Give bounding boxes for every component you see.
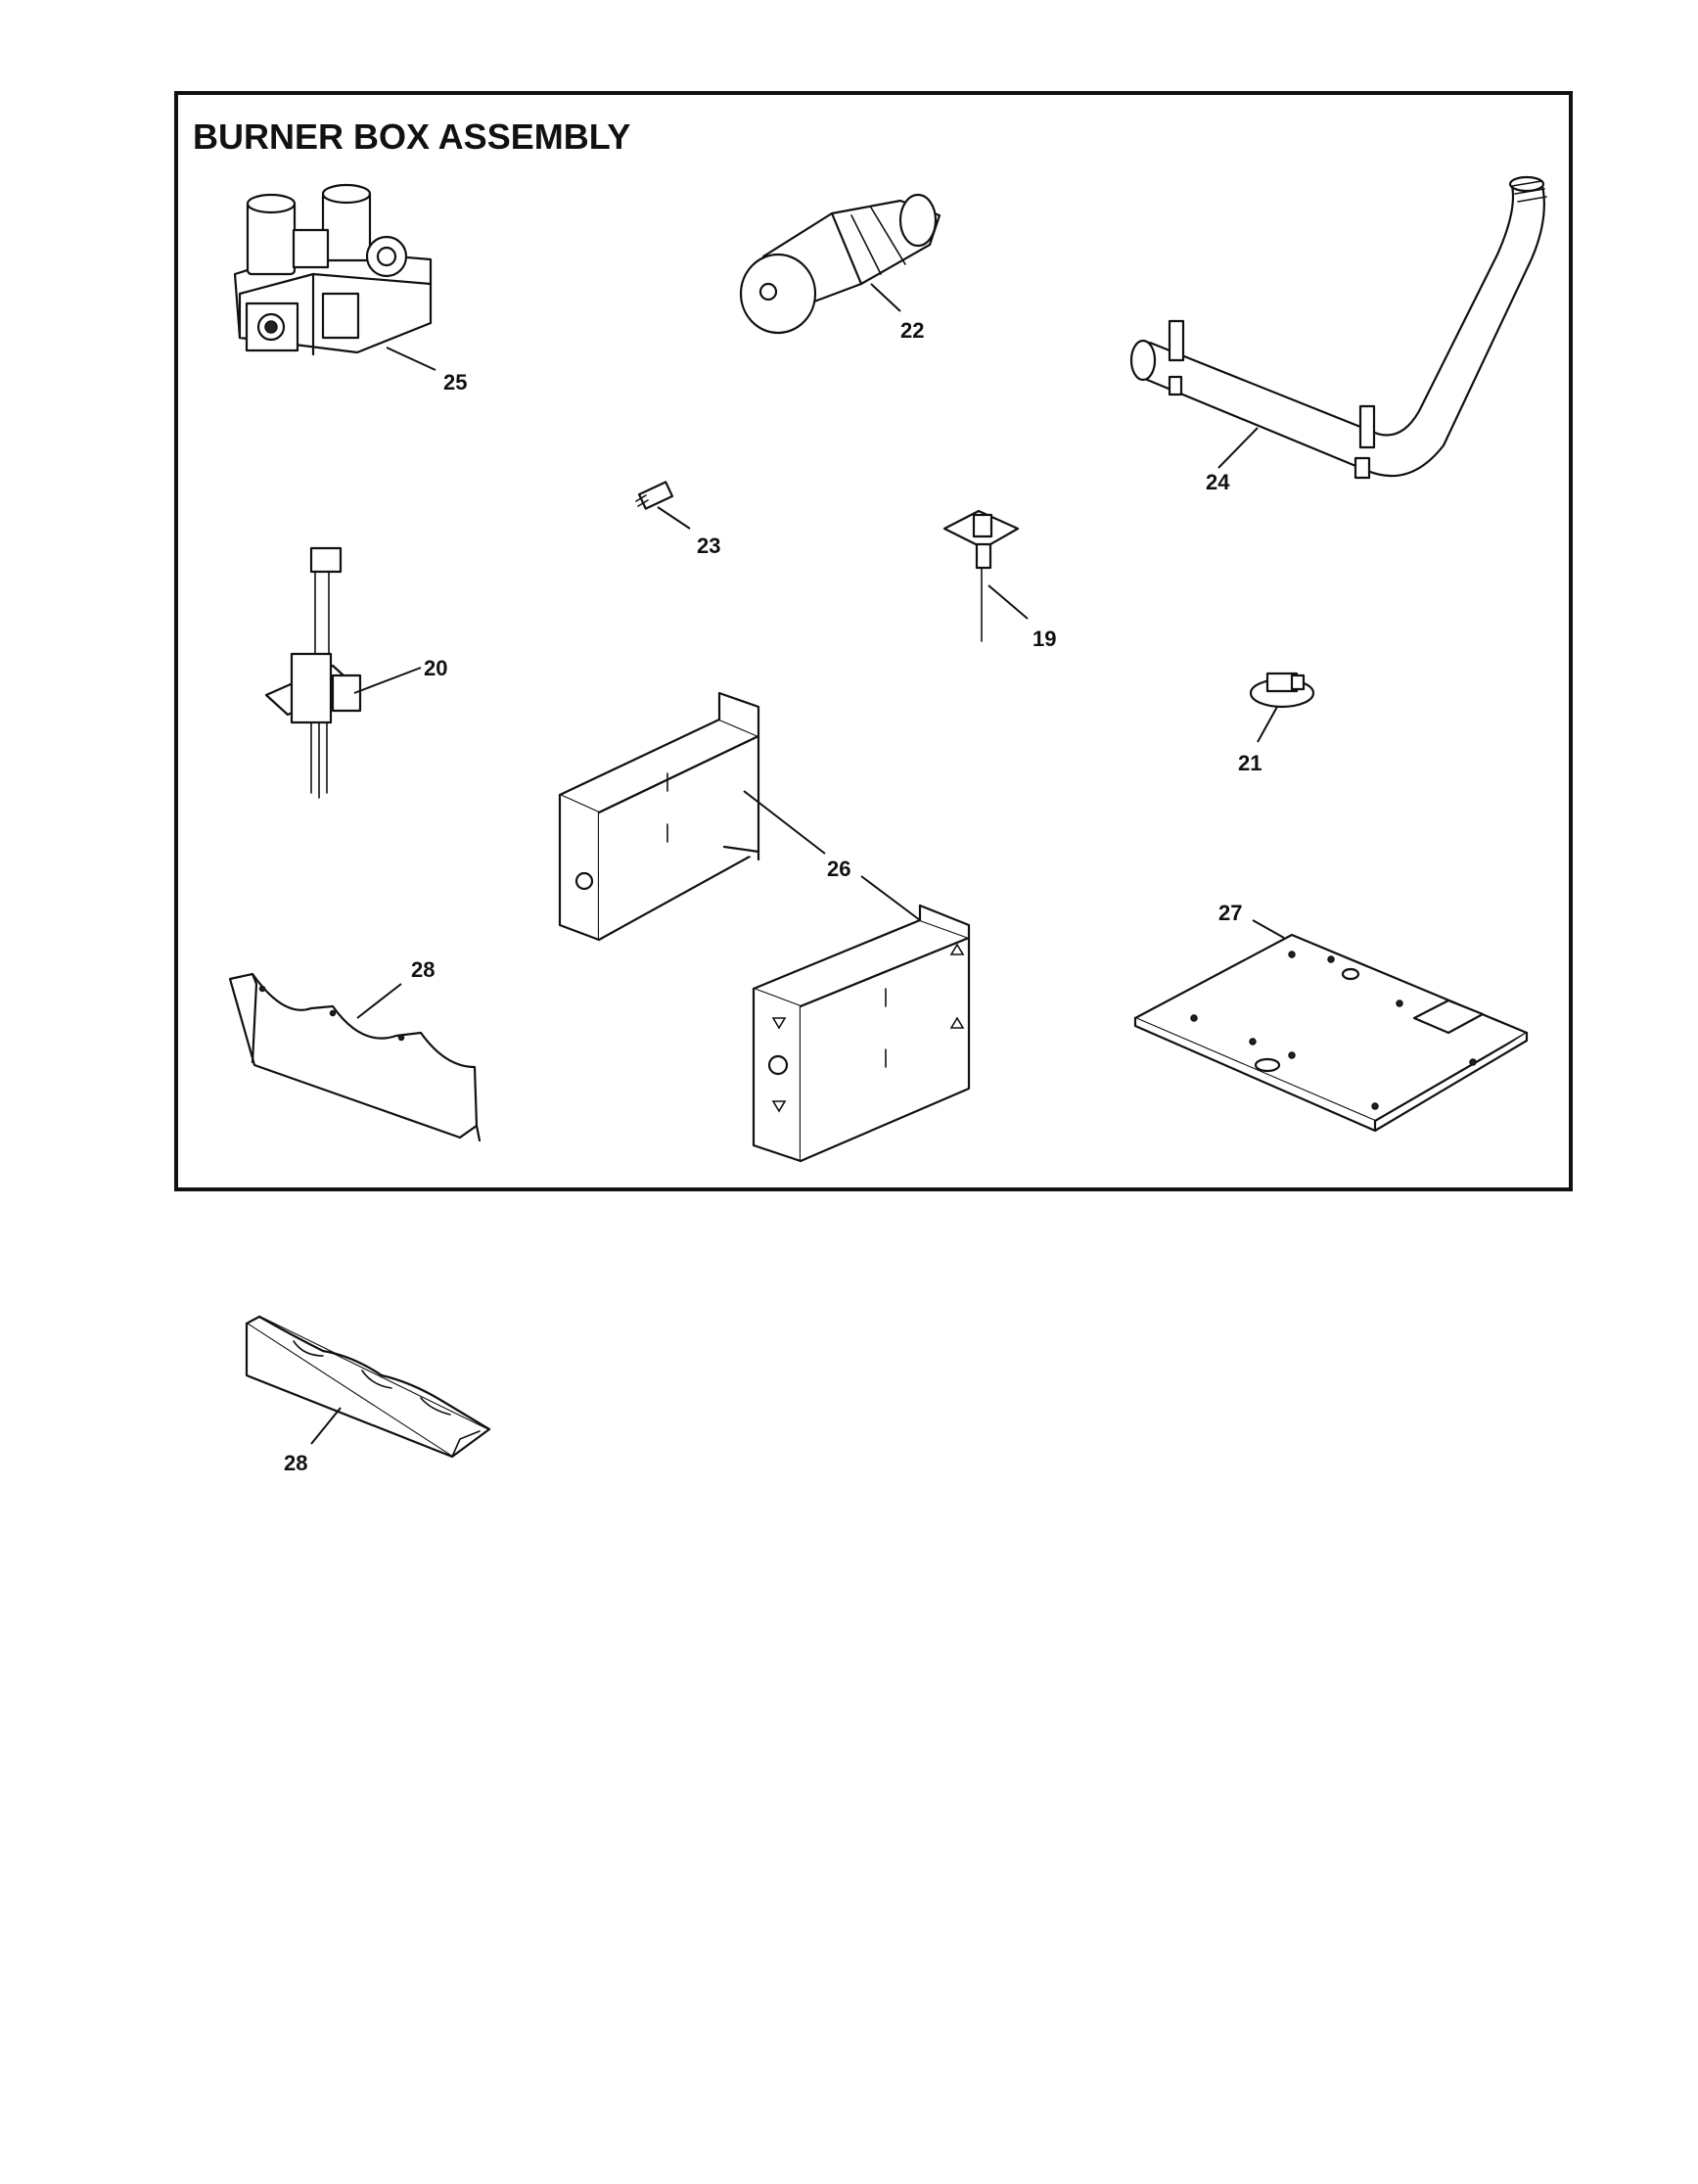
callout-28-leader-lower <box>310 1407 342 1445</box>
callout-26-leader-lower <box>860 875 921 921</box>
manifold-part <box>1129 175 1547 480</box>
callout-25-label: 25 <box>443 370 467 395</box>
side-panel-lower-part <box>752 904 971 1163</box>
rollout-switch-part <box>1249 672 1315 709</box>
callout-28-leader-upper <box>356 983 402 1019</box>
callout-27-leader <box>1252 919 1285 939</box>
callout-19-leader <box>987 584 1029 620</box>
callout-26-leader-upper <box>743 790 826 855</box>
callout-26-label: 26 <box>827 857 850 881</box>
flame-sensor-part <box>942 509 1020 642</box>
callout-23-leader <box>657 506 691 530</box>
callout-20-label: 20 <box>424 656 447 680</box>
burner-bracket-upper-part <box>228 972 482 1142</box>
callout-27-label: 27 <box>1218 901 1242 925</box>
callout-21-leader <box>1257 706 1278 743</box>
gas-valve-part <box>233 183 433 356</box>
bottom-panel-part <box>1133 933 1529 1133</box>
callout-19-label: 19 <box>1033 627 1056 651</box>
igniter-part <box>264 546 362 799</box>
callout-22-label: 22 <box>900 318 924 343</box>
callout-22-leader <box>870 283 901 312</box>
callout-24-leader <box>1217 427 1259 469</box>
callout-24-label: 24 <box>1206 470 1230 494</box>
side-panel-upper-part <box>558 691 760 942</box>
callout-28-upper-label: 28 <box>411 957 435 982</box>
callout-23-label: 23 <box>697 534 720 558</box>
callout-28-lower-label: 28 <box>284 1451 307 1475</box>
burner-bracket-lower-part <box>245 1315 491 1459</box>
callout-21-label: 21 <box>1238 751 1262 775</box>
callout-20-leader <box>353 667 422 694</box>
orifice-part <box>635 481 674 510</box>
burner-part <box>739 193 941 335</box>
callout-25-leader <box>386 347 436 371</box>
diagram-title: BURNER BOX ASSEMBLY <box>193 116 630 157</box>
assembly-frame <box>174 91 1573 1191</box>
